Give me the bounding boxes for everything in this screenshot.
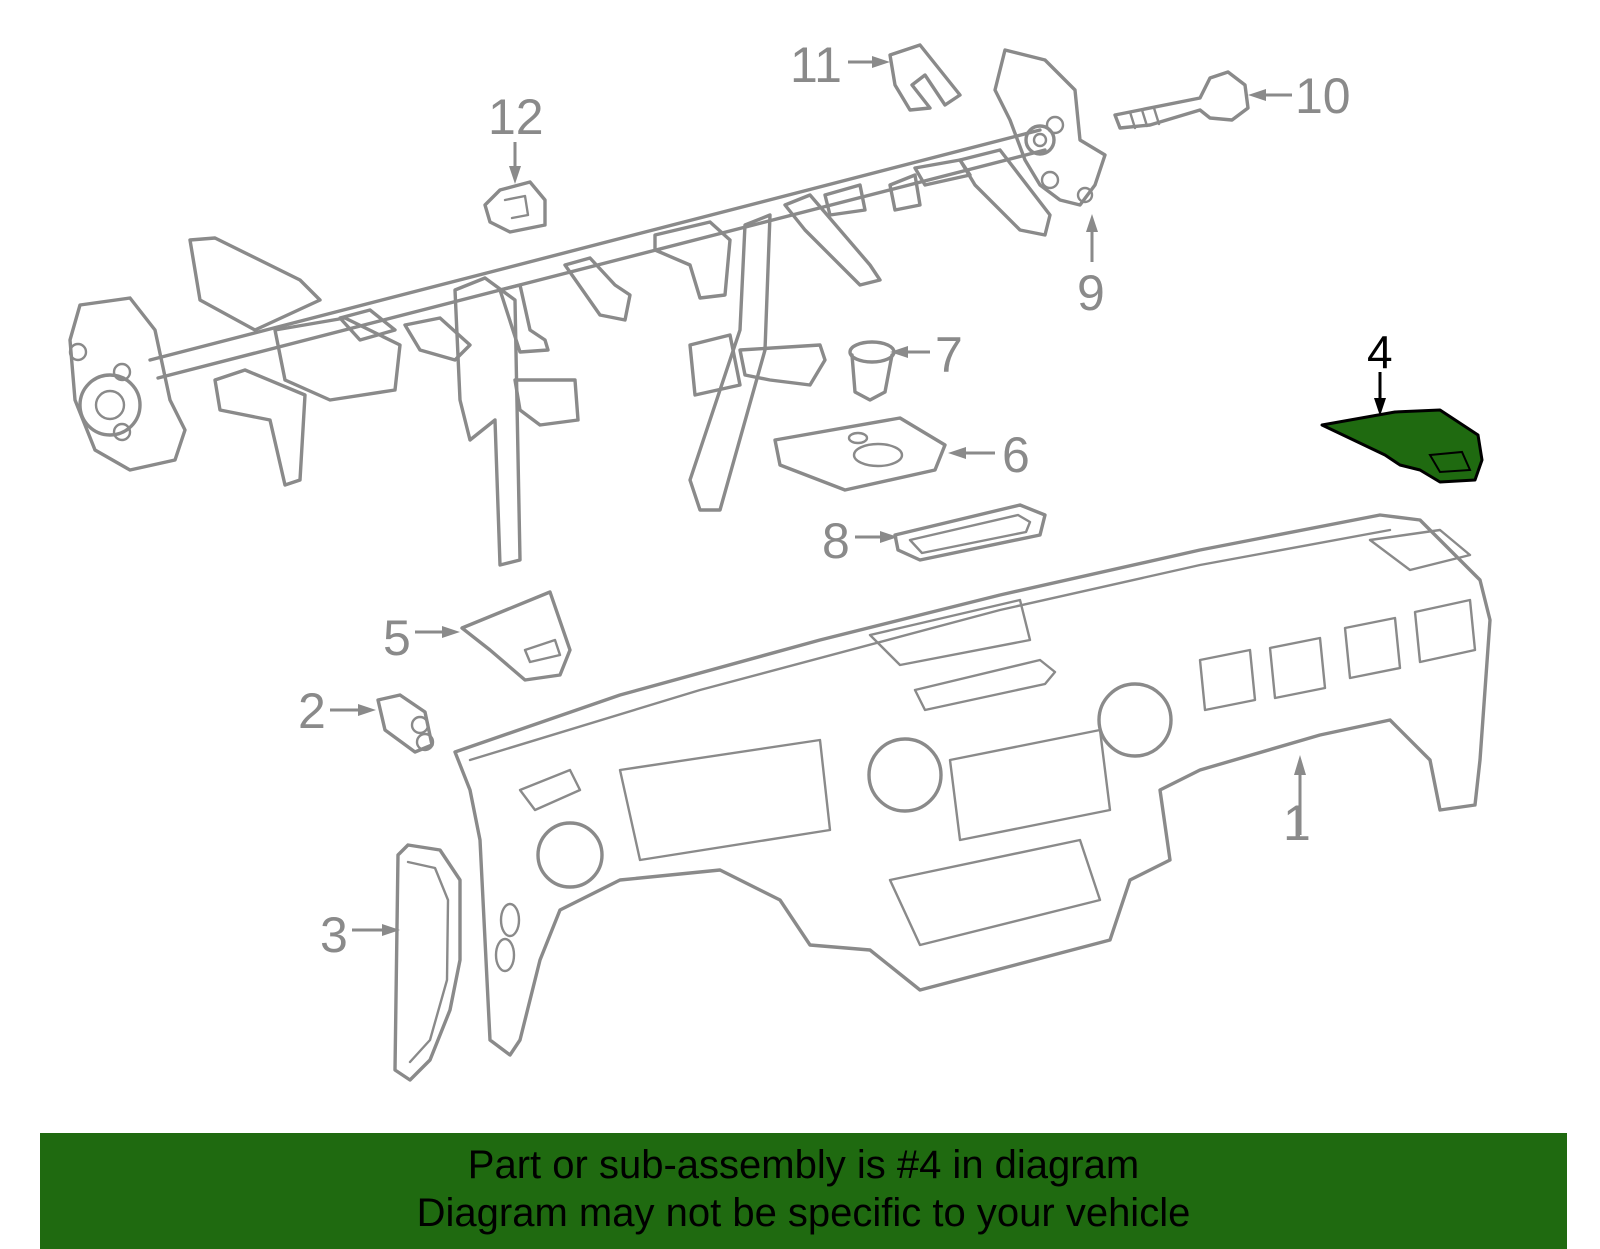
svg-text:9: 9 <box>1077 265 1105 321</box>
callout-9: 9 <box>1077 214 1105 321</box>
svg-text:8: 8 <box>822 513 850 569</box>
callout-11: 11 <box>790 37 890 93</box>
svg-text:5: 5 <box>383 610 411 666</box>
callout-1: 1 <box>1283 755 1311 851</box>
part-8-bezel[interactable] <box>893 503 1047 562</box>
banner-line-1: Part or sub-assembly is #4 in diagram <box>467 1143 1140 1187</box>
callout-8: 8 <box>822 513 898 569</box>
callout-2: 2 <box>298 683 376 739</box>
svg-text:6: 6 <box>1002 427 1030 483</box>
callout-5: 5 <box>383 610 460 666</box>
part-10-bolt[interactable] <box>1113 70 1250 130</box>
svg-text:12: 12 <box>488 89 544 145</box>
banner-line-2: Diagram may not be specific to your vehi… <box>416 1191 1191 1235</box>
part-3-side-cover[interactable] <box>393 843 462 1082</box>
part-1-instrument-panel[interactable] <box>453 513 1492 1057</box>
part-5-switch-bezel[interactable] <box>460 590 572 682</box>
callout-6: 6 <box>948 427 1030 483</box>
part-9-reinforcement-beam[interactable] <box>68 48 1107 567</box>
part-6-console-panel[interactable] <box>773 416 947 492</box>
part-11-bracket[interactable] <box>888 43 962 112</box>
callout-10: 10 <box>1248 68 1351 124</box>
svg-text:11: 11 <box>790 37 842 93</box>
callout-3: 3 <box>320 907 400 963</box>
part-4-highlighted-cover[interactable] <box>1320 408 1484 484</box>
callout-4: 4 <box>1367 326 1393 416</box>
callout-7: 7 <box>890 327 963 383</box>
svg-text:7: 7 <box>935 327 963 383</box>
svg-text:10: 10 <box>1295 68 1351 124</box>
svg-text:4: 4 <box>1367 326 1393 378</box>
part-12-clip[interactable] <box>483 180 547 234</box>
part-7-cup-holder[interactable] <box>848 340 896 402</box>
info-banner: Part or sub-assembly is #4 in diagram Di… <box>40 1133 1567 1249</box>
svg-text:2: 2 <box>298 683 326 739</box>
part-2-connector[interactable] <box>376 693 435 754</box>
svg-text:1: 1 <box>1283 795 1311 851</box>
svg-text:3: 3 <box>320 907 348 963</box>
callout-12: 12 <box>488 89 544 184</box>
